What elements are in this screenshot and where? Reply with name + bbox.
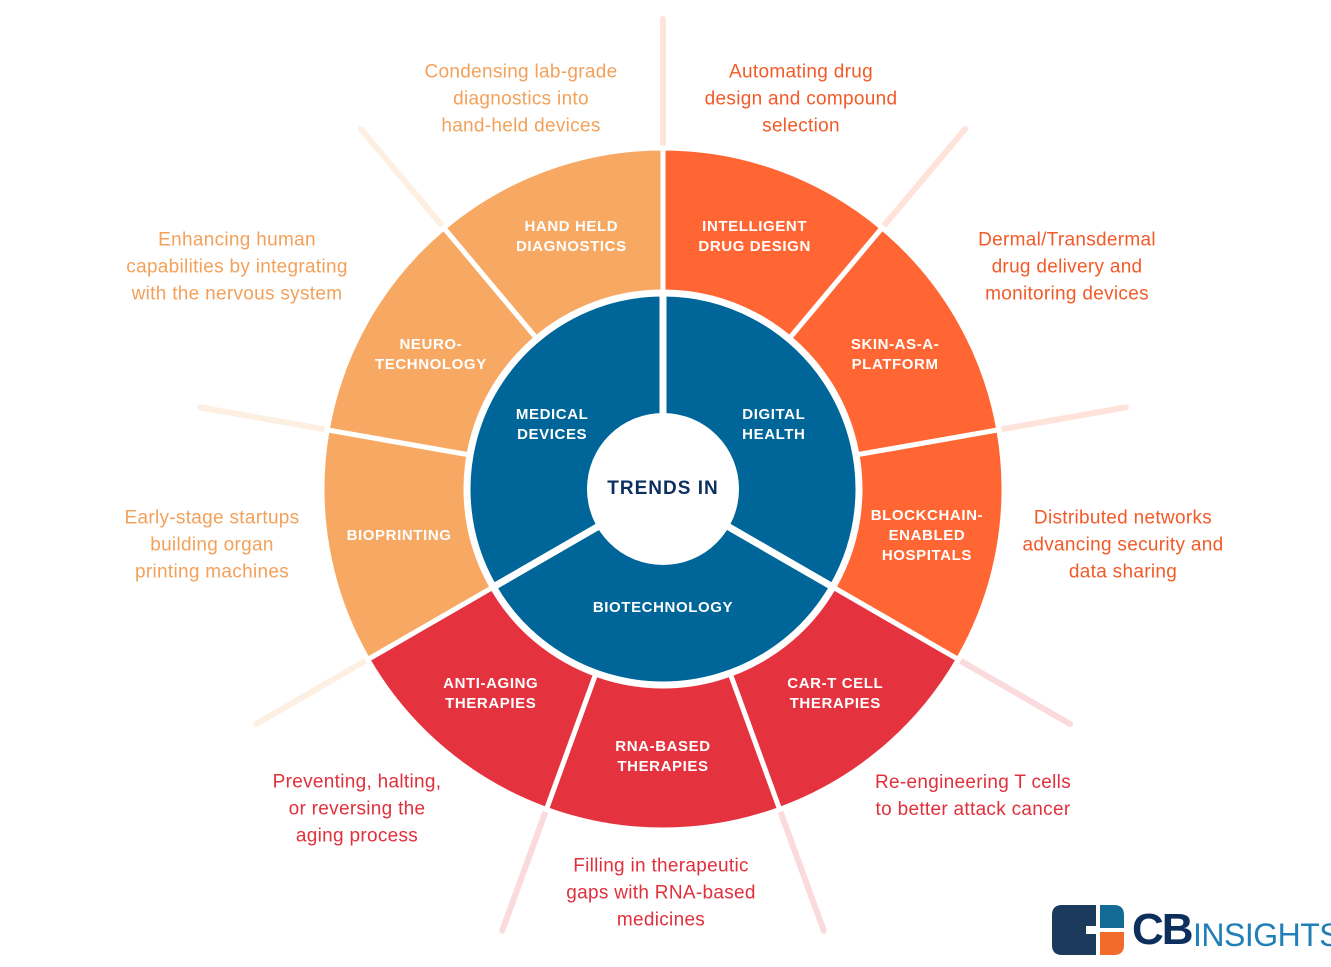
description-hand-held-diagnostics: Condensing lab-grade diagnostics into ha… bbox=[424, 61, 618, 137]
ray bbox=[881, 125, 969, 228]
ray bbox=[197, 404, 327, 433]
description-bioprinting: Early-stage startups building organ prin… bbox=[124, 507, 300, 583]
logo-cb: CB bbox=[1132, 905, 1194, 954]
outer-border bbox=[319, 145, 1007, 833]
segment-label-car-t-cell-therapies: CAR-T CELL THERAPIES bbox=[787, 675, 884, 713]
segment-label-anti-aging-therapies: ANTI-AGING THERAPIES bbox=[443, 675, 539, 713]
description-anti-aging: Preventing, halting, or reversing the ag… bbox=[272, 771, 442, 847]
segment-label-skin-as-a-platform: SKIN-AS-A- PLATFORM bbox=[850, 336, 940, 373]
ray bbox=[499, 810, 549, 934]
logo-insights: INSIGHTS bbox=[1193, 917, 1331, 953]
center-circle bbox=[587, 413, 739, 565]
segment-label-hand-held-diagnostics: HAND HELD DIAGNOSTICS bbox=[515, 218, 627, 256]
segment-label-blockchain-enabled-hospitals: BLOCKCHAIN- ENABLED HOSPITALS bbox=[870, 506, 984, 564]
description-intelligent-drug-design: Automating drug design and compound sele… bbox=[704, 61, 898, 137]
description-rna-therapies: Filling in therapeutic gaps with RNA-bas… bbox=[566, 855, 756, 931]
ray bbox=[252, 658, 368, 727]
category-label-digital-health: DIGITAL HEALTH bbox=[742, 406, 806, 443]
outer-ring bbox=[319, 145, 1007, 833]
segment-label-rna-based-therapies: RNA-BASED THERAPIES bbox=[615, 738, 711, 775]
ray bbox=[777, 810, 827, 934]
description-skin-as-a-platform: Dermal/Transdermal drug delivery and mon… bbox=[978, 229, 1156, 305]
segment-label-bioprinting: BIOPRINTING bbox=[346, 526, 452, 544]
description-neurotechnology: Enhancing human capabilities by integrat… bbox=[126, 229, 348, 305]
ray bbox=[999, 404, 1129, 433]
cb-insights-logo: CB INSIGHTS bbox=[1052, 905, 1331, 955]
description-car-t: Re-engineering T cells to better attack … bbox=[874, 772, 1072, 820]
segment-label-intelligent-drug-design: INTELLIGENT DRUG DESIGN bbox=[698, 218, 811, 256]
ray bbox=[958, 658, 1074, 727]
category-label-medical-devices: MEDICAL DEVICES bbox=[515, 406, 589, 443]
ray bbox=[357, 125, 445, 228]
background-rays bbox=[197, 16, 1129, 934]
segment-label-neuro-technology: NEURO- TECHNOLOGY bbox=[374, 336, 487, 373]
category-label-biotechnology: BIOTECHNOLOGY bbox=[592, 599, 734, 616]
center-label: TRENDS IN bbox=[607, 478, 719, 499]
logo-mark-icon bbox=[1052, 905, 1124, 955]
description-blockchain-hospitals: Distributed networks advancing security … bbox=[1022, 507, 1224, 583]
